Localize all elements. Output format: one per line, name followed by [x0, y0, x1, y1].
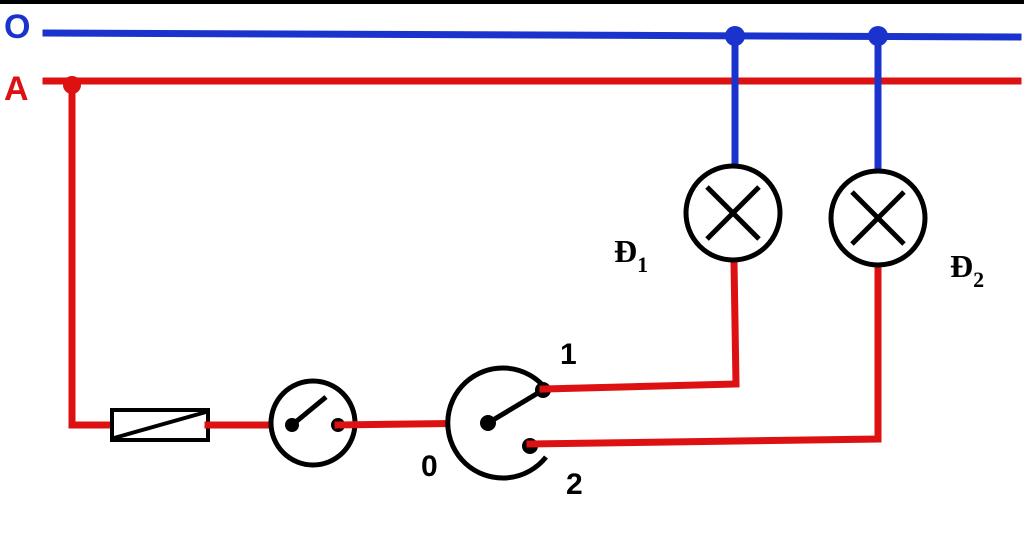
top-border: [0, 0, 1024, 4]
lamp-2-label: Đ2: [950, 248, 984, 292]
lamp-2-index: 2: [973, 267, 984, 292]
neutral-line-label: O: [4, 8, 30, 46]
neutral-line: [42, 29, 1022, 41]
lamp-2: [828, 168, 928, 268]
changeover-lever: [486, 387, 545, 426]
phase-line-label: A: [4, 70, 29, 108]
neutral-junction-dot-2: [868, 26, 888, 46]
neutral-junction-dot-1: [725, 26, 745, 46]
changeover-switch: [445, 365, 551, 481]
terminal-1-label: 1: [560, 338, 577, 371]
changeover-switch-body: [445, 365, 548, 481]
main-switch-lever: [290, 395, 328, 427]
contact2-to-lamp2-wire: [526, 264, 882, 448]
fuse: [110, 408, 210, 442]
terminal-2-label: 2: [566, 468, 583, 501]
lamp-1: [683, 163, 783, 263]
phase-junction-dot: [63, 76, 81, 94]
lamp-1-cross-b: [705, 185, 761, 241]
lamp-1-label: Đ1: [614, 233, 648, 277]
lamp-2-cross-b: [850, 190, 906, 246]
lamp-1-letter: Đ: [614, 233, 637, 269]
terminal-0-label: 0: [421, 450, 438, 483]
lamp-2-letter: Đ: [950, 248, 973, 284]
lamp-1-index: 1: [637, 252, 648, 277]
fuse-element: [113, 410, 207, 440]
phase-drop-wire: [68, 79, 116, 429]
contact1-to-lamp1-wire: [539, 258, 740, 393]
